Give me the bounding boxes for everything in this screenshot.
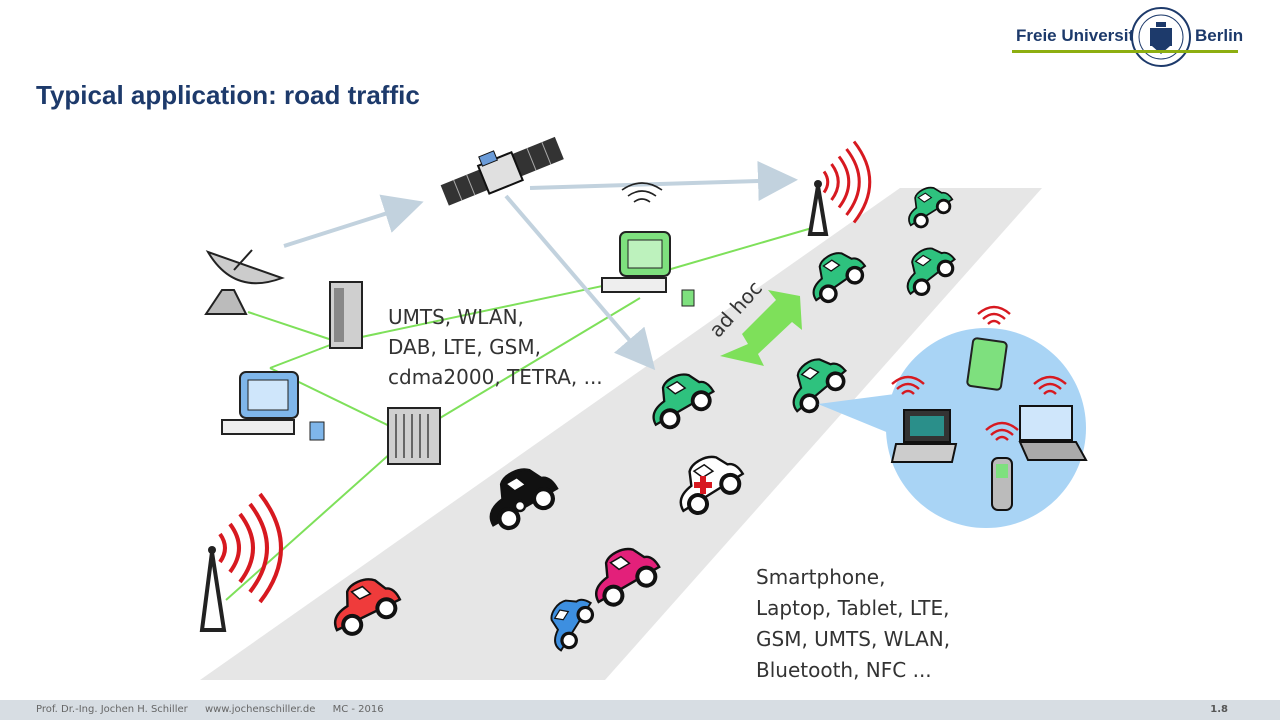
logo-underline xyxy=(1012,50,1238,53)
footer-course: MC - 2016 xyxy=(332,704,384,715)
device-line-1: Smartphone, xyxy=(756,565,886,589)
page-title: Typical application: road traffic xyxy=(36,80,420,110)
footer-author: Prof. Dr.-Ing. Jochen H. Schiller xyxy=(36,704,188,715)
tech-line-1: UMTS, WLAN, xyxy=(388,305,524,329)
tablet-icon xyxy=(966,305,1012,391)
adhoc-arrow xyxy=(720,290,802,366)
switch-rack-icon xyxy=(387,407,441,465)
cell-tower-right-icon xyxy=(807,140,872,236)
road-traffic-diagram xyxy=(199,136,1088,680)
server-icon xyxy=(329,281,363,349)
logo-text-right: Berlin xyxy=(1195,26,1244,45)
mobile-phone-icon xyxy=(984,421,1020,511)
footer-website: www.jochenschiller.de xyxy=(204,704,316,715)
university-logo: Freie Universität Berlin xyxy=(1012,6,1244,70)
laptop-right-icon xyxy=(1018,375,1088,461)
satellite-arrows xyxy=(283,160,798,371)
logo-text-left: Freie Universität xyxy=(1016,26,1150,45)
desktop-computer-icon xyxy=(221,371,325,441)
footer: Prof. Dr.-Ing. Jochen H. Schiller www.jo… xyxy=(0,700,1280,720)
satellite-icon xyxy=(440,136,564,206)
device-line-4: Bluetooth, NFC ... xyxy=(756,658,932,682)
device-bubble xyxy=(886,328,1086,528)
police-car xyxy=(475,457,562,535)
tech-line-2: DAB, LTE, GSM, xyxy=(388,335,541,359)
access-technologies-label: UMTS, WLAN, DAB, LTE, GSM, cdma2000, TET… xyxy=(388,302,603,392)
wireless-computer-icon xyxy=(601,182,695,307)
ambulance xyxy=(663,442,751,523)
device-line-2: Laptop, Tablet, LTE, xyxy=(756,596,950,620)
laptop-left-icon xyxy=(890,375,958,463)
road xyxy=(200,188,1042,680)
university-seal-icon xyxy=(1131,7,1191,67)
device-line-3: GSM, UMTS, WLAN, xyxy=(756,627,951,651)
satellite-dish-icon xyxy=(204,249,285,315)
devices-label: Smartphone, Laptop, Tablet, LTE, GSM, UM… xyxy=(756,562,950,686)
cell-tower-left-icon xyxy=(199,492,283,632)
tech-line-3: cdma2000, TETRA, ... xyxy=(388,365,603,389)
page-number: 1.8 xyxy=(1210,704,1228,715)
